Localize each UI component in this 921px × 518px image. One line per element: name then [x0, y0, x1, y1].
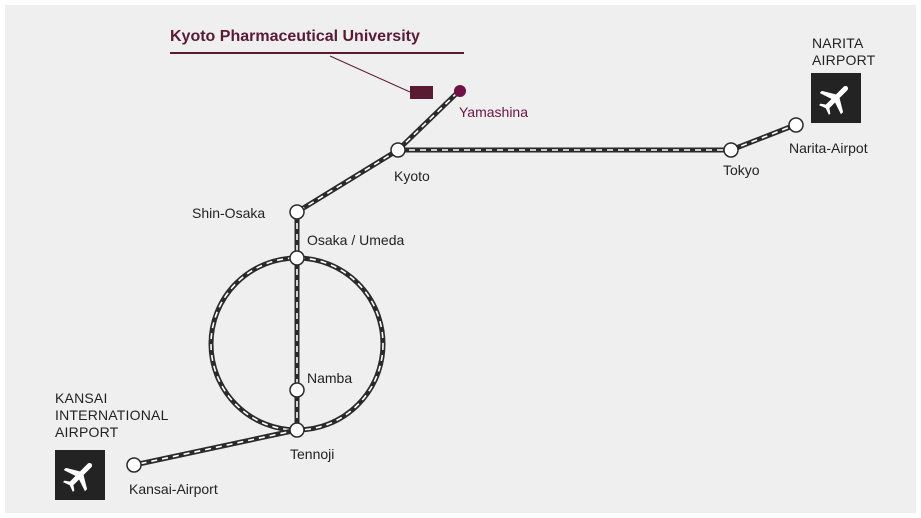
airport-label-narita-line-1: NARITA [812, 35, 864, 51]
rail-tokyo-narita [730, 122, 796, 153]
university-title: Kyoto Pharmaceutical University [170, 28, 420, 46]
airport-label-kansai-line-3: AIRPORT [55, 424, 119, 440]
station-label-namba: Namba [307, 370, 353, 386]
station-label-kansai-airport: Kansai-Airport [129, 481, 218, 497]
station-label-osaka-umeda: Osaka / Umeda [307, 232, 405, 248]
station-dot-osaka-umeda[interactable] [289, 250, 305, 266]
station-dot-tennoji[interactable] [289, 422, 305, 438]
station-label-tennoji: Tennoji [290, 446, 335, 462]
airport-label-kansai-line-1: KANSAI [55, 390, 108, 406]
university-title-underline [170, 52, 464, 54]
airport-label-narita: NARITA AIRPORT [812, 35, 875, 69]
station-dot-tokyo[interactable] [723, 142, 739, 158]
station-label-narita-airport: Narita-Airpot [789, 140, 868, 156]
airport-label-kansai: KANSAI INTERNATIONAL AIRPORT [55, 390, 169, 441]
airplane-icon-kansai [63, 462, 93, 492]
airport-label-narita-line-2: AIRPORT [812, 52, 876, 68]
station-label-shin-osaka: Shin-Osaka [192, 205, 266, 221]
airport-label-kansai-line-2: INTERNATIONAL [55, 407, 169, 423]
university-leader-line [329, 55, 411, 93]
airplane-icon [55, 450, 105, 500]
rail-kyoto-shin-osaka [295, 147, 400, 215]
airplane-icon-narita [819, 85, 849, 115]
station-label-tokyo: Tokyo [723, 162, 760, 178]
station-dot-narita-airport[interactable] [788, 117, 804, 133]
rail-tennoji-kansai [133, 427, 298, 468]
university-title-text: Kyoto Pharmaceutical University [170, 28, 420, 45]
building-marker-icon [410, 86, 433, 99]
station-dot-namba[interactable] [289, 382, 305, 398]
airplane-icon [811, 73, 861, 123]
station-label-yamashina: Yamashina [459, 104, 529, 120]
station-dot-kansai-airport[interactable] [126, 457, 142, 473]
rail-kyoto-yamashina [396, 90, 460, 152]
station-dot-yamashina[interactable] [454, 85, 466, 97]
station-dot-shin-osaka[interactable] [289, 204, 305, 220]
station-dot-kyoto[interactable] [390, 142, 406, 158]
station-label-kyoto: Kyoto [394, 168, 430, 184]
